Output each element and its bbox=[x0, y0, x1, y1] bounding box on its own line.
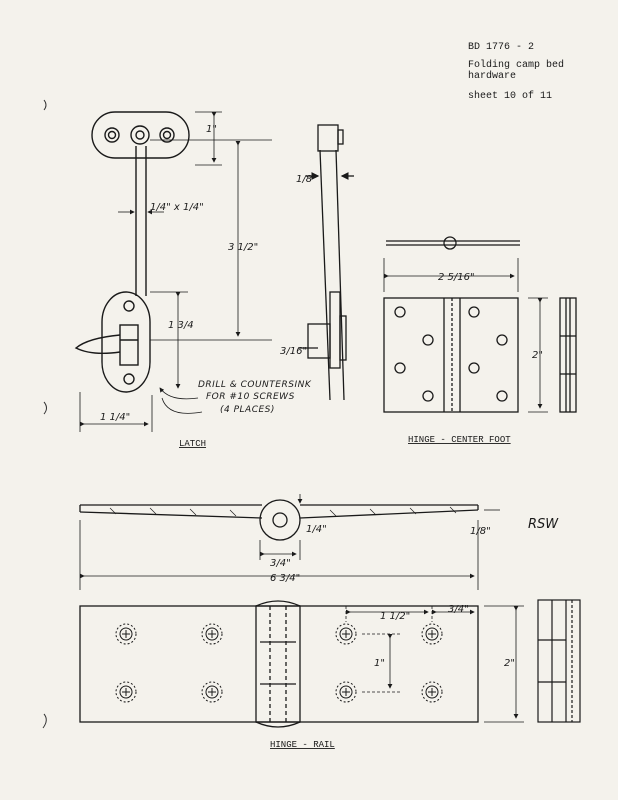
hinge-rail-dimensions-top bbox=[79, 494, 500, 590]
hinge-rail-label: HINGE - RAIL bbox=[270, 740, 335, 750]
hinge-rail-plan-view bbox=[79, 600, 479, 728]
hinge-rail-dim-vert: 1" bbox=[374, 658, 385, 669]
punch-marks bbox=[42, 99, 47, 729]
latch-front-view bbox=[74, 111, 190, 393]
latch-note-line2: FOR #10 SCREWS bbox=[206, 392, 295, 402]
hinge-rail-dimensions-plan bbox=[345, 605, 524, 723]
latch-label: LATCH bbox=[179, 439, 206, 449]
latch-dim-width: 1 1/4" bbox=[100, 412, 130, 423]
hinge-rail-side-view bbox=[537, 599, 581, 723]
latch-note-line1: DRILL & COUNTERSINK bbox=[198, 380, 312, 390]
latch-note-line3: (4 PLACES) bbox=[220, 405, 275, 415]
latch-dim-lower: 1 3/4 bbox=[168, 320, 194, 331]
drawing-number: BD 1776 - 2 bbox=[468, 42, 535, 53]
latch-dimensions bbox=[79, 111, 272, 432]
latch-dim-length: 3 1/2" bbox=[228, 242, 258, 253]
hinge-rail-dim-thick: 1/8" bbox=[470, 526, 491, 537]
sheet-number: sheet 10 of 11 bbox=[468, 91, 553, 102]
latch-dim-thickness: 1/8" bbox=[296, 174, 317, 185]
hinge-rail-dim-spacing: 1 1/2" bbox=[380, 611, 410, 622]
latch-dim-bar: 1/4" x 1/4" bbox=[150, 202, 204, 213]
drawing-title-line2: hardware bbox=[468, 71, 517, 82]
hinge-rail-dim-knuckle: 3/4" bbox=[270, 558, 291, 569]
hinge-rail-dim-height: 2" bbox=[504, 658, 515, 669]
latch-dim-top: 1" bbox=[206, 124, 217, 135]
hinge-rail-screw-holes bbox=[115, 623, 443, 703]
hinge-rail-dim-length: 6 3/4" bbox=[270, 573, 300, 584]
hinge-foot-dim-width: 2 5/16" bbox=[438, 272, 475, 283]
hinge-center-foot-label: HINGE - CENTER FOOT bbox=[408, 435, 511, 445]
hinge-foot-dim-height: 2" bbox=[532, 350, 543, 361]
latch-dim-offset: 3/16" bbox=[280, 346, 307, 357]
hinge-rail-edge-view bbox=[79, 499, 479, 541]
hinge-rail-dim-edge: 3/4" bbox=[448, 604, 469, 615]
latch-side-view bbox=[298, 124, 354, 401]
draftsman-initials: RSW bbox=[528, 517, 559, 532]
hinge-center-foot-dimensions bbox=[383, 258, 548, 413]
hinge-center-foot bbox=[383, 236, 577, 413]
hinge-rail-dim-pin: 1/4" bbox=[306, 524, 327, 535]
drawing-title-line1: Folding camp bed bbox=[468, 60, 565, 71]
